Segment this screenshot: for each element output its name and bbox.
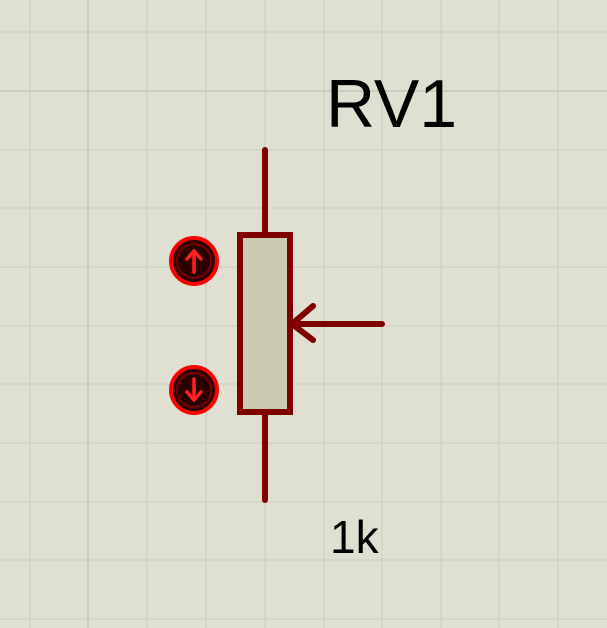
component-value-label[interactable]: 1k — [330, 511, 379, 563]
resistor-body — [237, 232, 293, 415]
arrow-down-icon — [185, 377, 203, 402]
potentiometer-symbol[interactable] — [237, 147, 385, 503]
wiper-arrowhead — [289, 303, 316, 343]
increment-button[interactable] — [169, 236, 219, 286]
decrement-button[interactable] — [169, 365, 219, 415]
arrow-up-icon — [185, 249, 203, 274]
component-reference-label[interactable]: RV1 — [326, 66, 458, 142]
